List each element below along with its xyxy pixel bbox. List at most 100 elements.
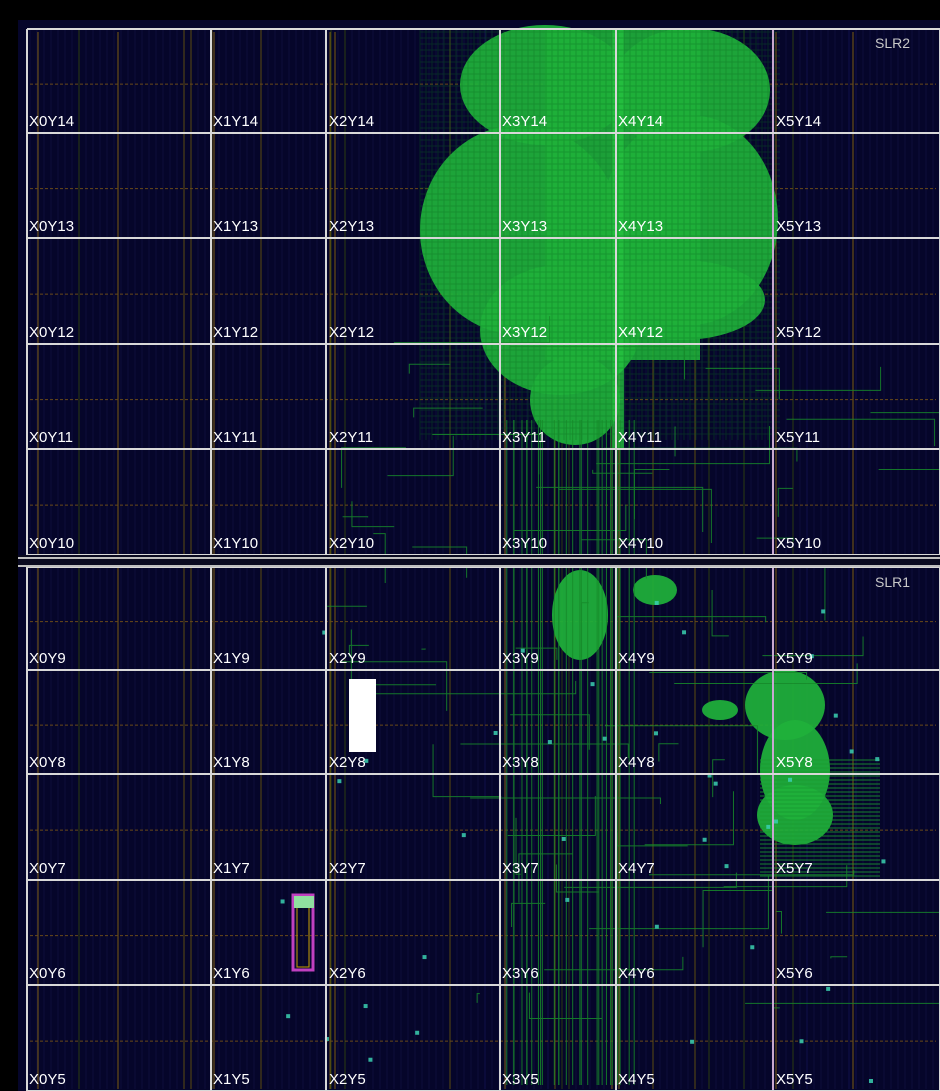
route-net	[507, 795, 596, 837]
route-net	[674, 426, 676, 457]
clock-region-label: X4Y8	[618, 754, 655, 771]
placed-cell	[654, 600, 659, 605]
route-net	[544, 956, 684, 971]
placed-cell	[322, 630, 327, 635]
placed-cell	[654, 924, 659, 929]
clock-region-label: X4Y10	[618, 535, 663, 552]
route-net	[559, 488, 712, 544]
clock-region-label: X4Y12	[618, 324, 663, 341]
placed-cell	[286, 1014, 291, 1019]
clock-region-label: X0Y12	[29, 324, 74, 341]
route-net	[826, 911, 940, 913]
route-net	[604, 725, 758, 775]
route-net	[878, 469, 940, 471]
placement-cluster	[702, 700, 738, 720]
placed-cell	[750, 945, 755, 950]
placed-cell	[520, 648, 525, 653]
clock-region-label: X5Y6	[776, 965, 813, 982]
placed-cell	[713, 781, 718, 786]
clock-region-label: X5Y8	[776, 754, 813, 771]
clock-region-label: X3Y6	[502, 965, 539, 982]
clock-region-label: X0Y9	[29, 650, 66, 667]
route-net	[616, 616, 767, 623]
clock-region-label: X5Y14	[776, 113, 821, 130]
placement-cluster	[633, 575, 677, 605]
placed-cell	[565, 897, 570, 902]
route-net	[421, 648, 426, 650]
route-net	[351, 501, 395, 528]
clock-region-label: X4Y13	[618, 218, 663, 235]
clock-region-label: X3Y14	[502, 113, 547, 130]
route-net	[510, 714, 590, 750]
placed-cell	[368, 1057, 373, 1062]
clock-region-label: X1Y12	[213, 324, 258, 341]
clock-region-label: X0Y11	[29, 429, 73, 446]
placement-layer	[419, 25, 833, 845]
selected-pblock-cells	[294, 896, 314, 908]
route-net	[649, 672, 808, 680]
placed-cell	[422, 955, 427, 960]
route-net	[755, 366, 882, 391]
clock-region-label: X4Y6	[618, 965, 655, 982]
placed-cell	[875, 757, 880, 762]
clock-region-label: X1Y11	[213, 429, 257, 446]
clock-region-label: X5Y11	[776, 429, 820, 446]
slr-label-slr1: SLR1	[875, 574, 910, 590]
placed-cell	[590, 682, 595, 687]
clock-region-label: X4Y14	[618, 113, 663, 130]
route-net	[830, 956, 848, 959]
clock-region-label: X4Y7	[618, 860, 655, 877]
placed-cell	[788, 777, 793, 782]
placed-cell	[773, 819, 778, 824]
route-net	[589, 875, 769, 930]
clock-region-label: X2Y14	[329, 113, 374, 130]
route-net	[592, 469, 653, 474]
clock-region-label: X3Y5	[502, 1071, 539, 1088]
placed-cell	[799, 1039, 804, 1044]
route-net	[460, 743, 629, 758]
clock-region-label: X0Y13	[29, 218, 74, 235]
route-net	[712, 759, 725, 798]
clock-region-label: X0Y5	[29, 1071, 66, 1088]
clock-region-label: X5Y13	[776, 218, 821, 235]
clock-region-label: X1Y14	[213, 113, 258, 130]
selected-pblock	[291, 893, 315, 972]
route-net	[711, 590, 729, 637]
route-net	[705, 367, 780, 400]
placed-cell	[547, 740, 552, 745]
placed-cell	[690, 1039, 695, 1044]
placed-cell	[849, 749, 854, 754]
route-net	[776, 910, 782, 934]
route-net	[870, 412, 940, 414]
clock-region-label: X2Y6	[329, 965, 366, 982]
placed-cell	[682, 630, 687, 635]
route-net	[408, 363, 451, 374]
clock-region-label: X3Y9	[502, 650, 539, 667]
clock-region-label: X4Y11	[618, 429, 662, 446]
clock-region-label: X1Y9	[213, 650, 250, 667]
placed-cell	[653, 731, 658, 736]
route-net	[515, 817, 521, 875]
route-net	[368, 680, 577, 695]
placed-cell	[363, 1004, 368, 1009]
clock-region-label: X5Y5	[776, 1071, 813, 1088]
route-net	[509, 346, 686, 380]
route-net	[514, 504, 627, 532]
clock-region-label: X1Y8	[213, 754, 250, 771]
clock-region-label: X2Y10	[329, 535, 374, 552]
clock-region-label: X0Y6	[29, 965, 66, 982]
slr-label-slr2: SLR2	[875, 35, 910, 51]
route-net	[536, 486, 704, 533]
placed-cell	[826, 986, 831, 991]
route-net	[777, 487, 793, 517]
placed-cell	[766, 824, 771, 829]
route-net	[596, 426, 770, 465]
selected-cell-block	[349, 679, 376, 752]
clock-region-label: X4Y5	[618, 1071, 655, 1088]
clock-region-label: X0Y14	[29, 113, 74, 130]
clock-region-label: X5Y9	[776, 650, 813, 667]
clock-region-label: X0Y7	[29, 860, 66, 877]
